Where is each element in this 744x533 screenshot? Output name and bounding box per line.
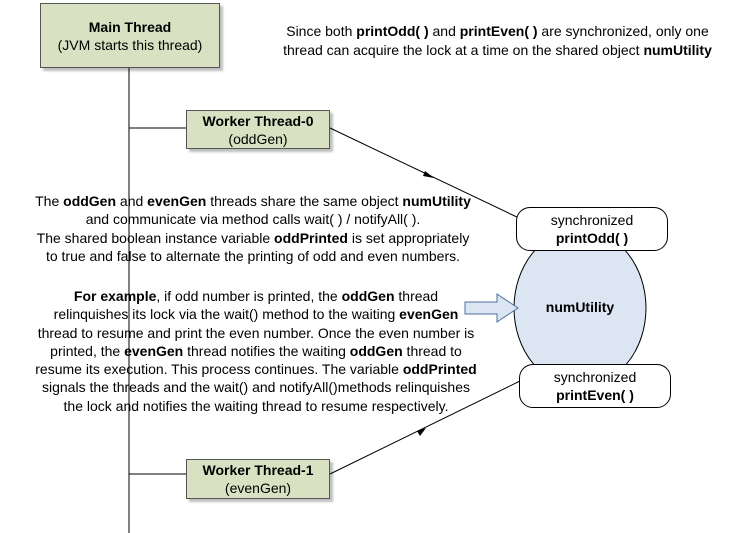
example-line: relinquishes its lock via the wait() met… [0,305,512,323]
print-even-modifier: synchronized [553,369,637,385]
example-text-run: evenGen [399,306,459,323]
top-note-text-run: Since both [286,23,357,39]
block-arrow [464,293,519,323]
worker-thread-0-box: Worker Thread-0 (oddGen) [186,110,330,149]
explanation-line: The shared boolean instance variable odd… [0,229,506,247]
print-even-name: printEven( ) [556,387,634,403]
worker0-call-arrowhead [423,171,434,178]
example-text-run: evenGen [124,342,184,359]
explanation-text-run: to true and false to alternate the print… [45,247,461,264]
example-note: For example, if odd number is printed, t… [0,287,512,415]
example-text-run: oddGen [349,342,403,359]
example-text-run: thread to [402,342,462,359]
example-text-run: oddPrinted [402,361,477,378]
print-odd-modifier: synchronized [550,212,634,228]
example-line: the lock and notifies the waiting thread… [0,397,512,415]
explanation-text-run: evenGen [147,193,207,209]
explanation-text-run: and communicate via method calls wait( )… [85,211,421,228]
example-text-run: printed, the [50,342,125,359]
main-thread-subtitle: (JVM starts this thread) [57,36,203,53]
example-line: printed, the evenGen thread notifies the… [0,342,512,360]
worker-thread-0-title: Worker Thread-0 [202,112,314,129]
explanation-text-run: The [35,193,64,209]
print-odd-name: printOdd( ) [555,230,629,246]
explanation-text-run: threads share the same object [206,193,403,209]
worker-thread-1-subtitle: (evenGen) [224,480,292,496]
worker1-call-arrow [329,380,521,475]
explanation-text-run: oddGen [63,193,117,209]
example-text-run: , if odd number is printed, the [156,288,342,304]
example-line: thread to resume and print the even numb… [0,324,512,342]
top-note-text-run: printEven( ) [459,23,538,39]
example-text-run: thread [394,288,439,304]
example-text-run: thread notifies the waiting [183,342,350,359]
example-text-run: signals the threads and the wait() and n… [41,379,470,396]
num-utility-label: numUtility [545,299,615,315]
print-odd-method: synchronized printOdd( ) [516,207,668,251]
example-text-run: For example [73,288,157,304]
top-note-line: Since both printOdd( ) and printEven( ) … [245,22,744,41]
top-note-text-run: thread can acquire the lock at a time on… [283,42,644,58]
top-note-text-run: and [428,23,460,39]
worker-thread-0-subtitle: (oddGen) [228,130,288,147]
example-line: For example, if odd number is printed, t… [0,287,512,305]
example-line: resume its execution. This process conti… [0,360,512,378]
synchronization-note: Since both printOdd( ) and printEven( ) … [245,22,744,60]
main-thread-title: Main Thread [88,18,172,35]
example-text-run: oddGen [341,288,395,304]
worker-thread-1-box: Worker Thread-1 (evenGen) [186,459,330,499]
worker-thread-1-title: Worker Thread-1 [202,462,314,478]
main-thread-box: Main Thread (JVM starts this thread) [40,3,220,68]
top-note-text-run: printOdd( ) [356,23,429,39]
example-text-run: thread to resume and print the even numb… [37,324,475,341]
explanation-line: to true and false to alternate the print… [0,247,506,265]
example-line: signals the threads and the wait() and n… [0,378,512,396]
top-note-text-run: are synchronized, only one [537,23,709,39]
explanation-text-run: and [116,193,148,209]
example-text-run: the lock and notifies the waiting thread… [63,397,449,414]
print-even-method: synchronized printEven( ) [519,364,671,408]
explanation-note: The oddGen and evenGen threads share the… [0,192,506,265]
top-note-text-run: numUtility [643,42,712,58]
explanation-line: and communicate via method calls wait( )… [0,210,506,228]
explanation-text-run: is set appropriately [347,229,470,246]
explanation-text-run: oddPrinted [274,229,348,246]
top-note-line: thread can acquire the lock at a time on… [245,41,744,60]
worker1-call-arrowhead [417,428,426,436]
explanation-line: The oddGen and evenGen threads share the… [0,192,506,210]
explanation-text-run: numUtility [402,193,471,209]
explanation-text-run: The shared boolean instance variable [36,229,275,246]
example-text-run: relinquishes its lock via the wait() met… [53,306,400,323]
example-text-run: resume its execution. This process conti… [35,361,403,378]
